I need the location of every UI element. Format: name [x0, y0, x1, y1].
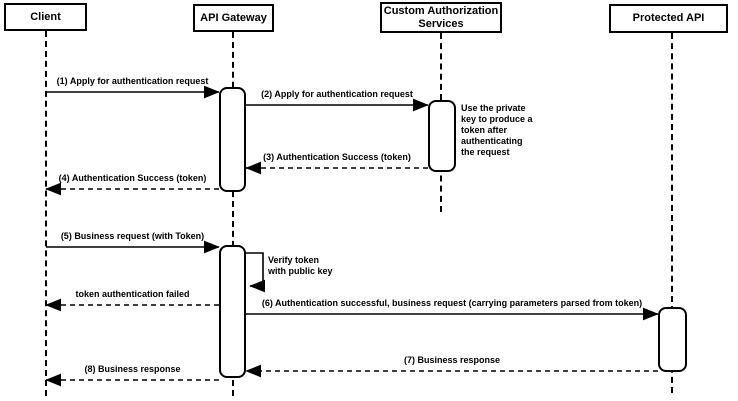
self-message-arrow-verify-token — [246, 252, 266, 293]
note-line: Use the private — [461, 103, 526, 113]
note-line: the request — [461, 147, 510, 157]
message-label-token-failed: token authentication failed — [75, 289, 190, 299]
lifeline-client — [45, 31, 47, 396]
message-label-7: (7) Business response — [403, 355, 501, 365]
activation-api-gateway-auth — [219, 87, 246, 192]
note-line: token after — [461, 125, 508, 135]
lifeline-protected-api — [671, 33, 673, 393]
note-line: authenticating — [461, 136, 523, 146]
message-label-1: (1) Apply for authentication request — [56, 76, 209, 86]
participant-label: Client — [30, 10, 61, 23]
participant-label: Services — [418, 17, 464, 30]
activation-custom-authorization — [428, 100, 456, 172]
message-label-2: (2) Apply for authentication request — [261, 89, 413, 99]
participant-label: Custom Authorization — [383, 4, 499, 17]
note-line: key to produce a — [461, 114, 533, 124]
lifeline-api-gateway — [232, 32, 234, 396]
activation-api-gateway-business — [219, 245, 246, 378]
participant-api-gateway: API Gateway — [193, 4, 274, 32]
message-label-3: (3) Authentication Success (token) — [263, 152, 411, 162]
message-label-4: (4) Authentication Success (token) — [58, 173, 207, 183]
message-label-8: (8) Business response — [84, 364, 181, 374]
participant-client: Client — [4, 3, 87, 31]
message-label-5: (5) Business request (with Token) — [60, 231, 205, 241]
message-label-6: (6) Authentication successful, business … — [261, 298, 643, 308]
participant-label: API Gateway — [200, 11, 267, 24]
participant-protected-api: Protected API — [609, 4, 728, 33]
activation-protected-api — [658, 307, 687, 372]
self-message-label-line: Verify token — [268, 255, 320, 265]
self-message-label-line: with public key — [268, 266, 333, 276]
participant-label: Protected API — [632, 12, 705, 24]
